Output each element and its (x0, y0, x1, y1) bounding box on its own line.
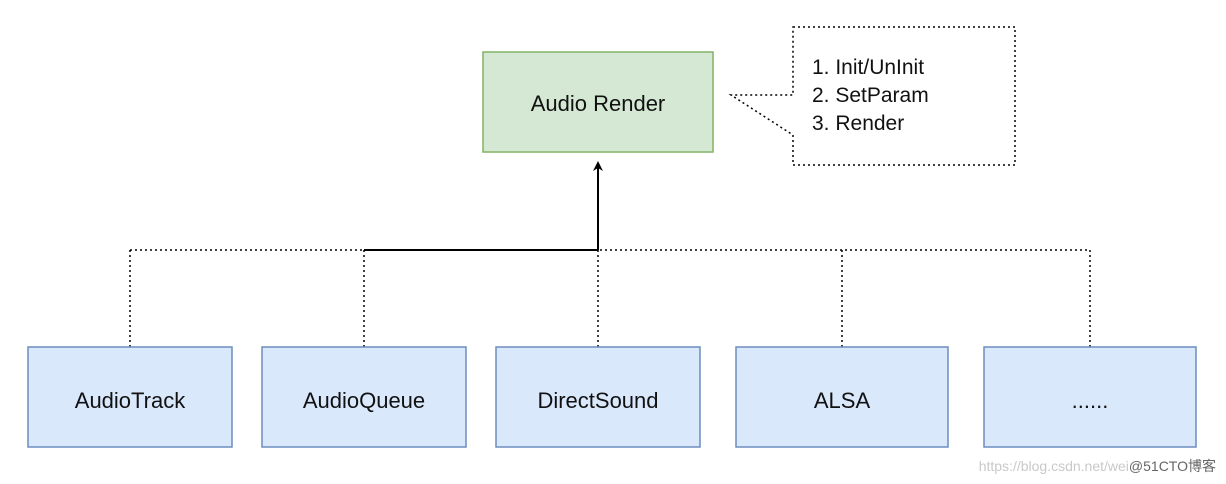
note-line-3: 3. Render (812, 112, 904, 135)
callout-shape (728, 26, 1016, 166)
audioqueue-label: AudioQueue (303, 388, 425, 413)
child-node-directsound[interactable]: DirectSound (495, 346, 701, 448)
directsound-label: DirectSound (537, 388, 658, 413)
directsound-box (495, 346, 701, 448)
note-line-1: 1. Init/UnInit (812, 56, 924, 79)
audiotrack-label: AudioTrack (75, 388, 186, 413)
dotted-connectors (129, 249, 1091, 347)
audiotrack-box (27, 346, 233, 448)
child-node-audioqueue[interactable]: AudioQueue (261, 346, 467, 448)
child-node-audiotrack[interactable]: AudioTrack (27, 346, 233, 448)
child-node-more[interactable]: ...... (983, 346, 1197, 448)
watermark-brand: @51CTO博客 (1128, 458, 1216, 474)
note-line-2: 2. SetParam (812, 84, 929, 107)
child-node-alsa[interactable]: ALSA (735, 346, 949, 448)
inheritance-arrow (364, 161, 603, 251)
audioqueue-box (261, 346, 467, 448)
audio-render-box (482, 51, 714, 153)
audio-render-label: Audio Render (531, 91, 666, 116)
alsa-box (735, 346, 949, 448)
alsa-label: ALSA (814, 388, 871, 413)
watermark: https://blog.csdn.net/wei@51CTO博客 (979, 456, 1216, 476)
watermark-url: https://blog.csdn.net/wei (978, 458, 1129, 474)
more-box (983, 346, 1197, 448)
more-label: ...... (1072, 388, 1109, 413)
callout-note: 1. Init/UnInit 2. SetParam 3. Render (728, 26, 1016, 166)
audio-render-node[interactable]: Audio Render (482, 51, 714, 153)
